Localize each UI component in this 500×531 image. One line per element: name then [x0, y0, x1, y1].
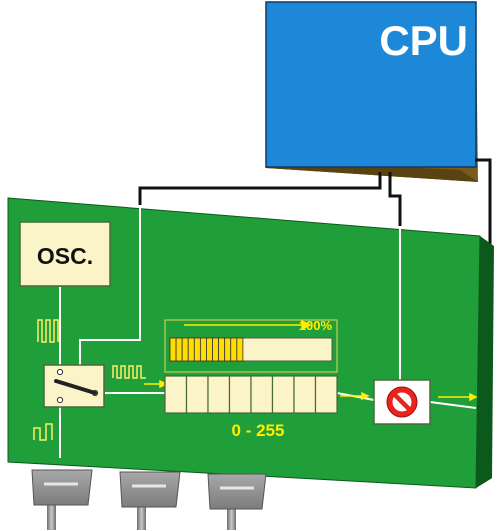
connector-pins [31, 469, 267, 530]
meter-segment [193, 337, 201, 362]
register-cell [271, 375, 295, 414]
meter-segment [236, 337, 244, 362]
clock-source-switch [43, 364, 105, 408]
register-cell [164, 375, 188, 414]
switch-contact-bottom [56, 396, 64, 404]
pin-2-leg [137, 500, 146, 530]
inhibit-gate [373, 379, 431, 425]
board-traces [59, 205, 477, 458]
meter-segment [218, 337, 226, 362]
meter-segment [199, 337, 207, 362]
register-cell [314, 375, 338, 414]
signal-arrows [144, 319, 478, 402]
pin-3-body [207, 473, 267, 510]
stop-icon-bar [392, 392, 412, 412]
register-cell [293, 375, 317, 414]
arrow-into-register-head [159, 379, 168, 389]
meter-segment [206, 337, 213, 362]
pin-2-body [119, 471, 181, 508]
meter-max-label: 100% [299, 318, 333, 333]
arrow-out-gate-head [469, 392, 478, 402]
meter-segment [212, 337, 220, 362]
pin-3-leg [227, 500, 236, 530]
counter-register: 0 - 255 [164, 375, 338, 440]
cpu-wire-left [138, 172, 382, 205]
external-pulse-icon [33, 423, 53, 441]
cpu-wire-right [388, 172, 402, 226]
meter-fill-segments [169, 337, 244, 362]
meter-segment [181, 337, 189, 362]
arrow-meter-head [301, 319, 312, 331]
oscillator-module: OSC. [19, 221, 111, 287]
pin-1-body [31, 469, 93, 506]
clock-pulse-icon-top [37, 319, 59, 343]
register-cells [164, 375, 338, 414]
meter-frame [164, 319, 338, 373]
switch-contact-top [56, 368, 64, 376]
meter-segment [230, 337, 238, 362]
cpu-front-face [265, 1, 477, 168]
pin-1-leg [47, 500, 56, 530]
trace-cpu-to-mux [79, 205, 141, 367]
waveform-icons [33, 319, 146, 441]
cpu-label: CPU [379, 17, 468, 64]
clock-pulse-icon-mid [112, 365, 146, 379]
register-cell [207, 375, 231, 414]
meter-segment [169, 337, 177, 362]
arrow-to-gate-head [361, 391, 370, 401]
switch-lever [54, 379, 97, 395]
connector-pin-1 [31, 469, 93, 530]
trace-gate-to-cpu [429, 401, 477, 409]
register-cell [228, 375, 252, 414]
register-cell [185, 375, 209, 414]
meter-segment [175, 337, 183, 362]
osc-box [19, 221, 111, 287]
level-meter: 100% [164, 318, 338, 373]
osc-label: OSC. [37, 243, 93, 269]
cpu-block: CPU [265, 1, 478, 182]
meter-segment [187, 337, 195, 362]
connector-pin-3 [207, 473, 267, 530]
meter-segment [224, 337, 232, 362]
board-side-edge [476, 236, 494, 488]
connector-pin-2 [119, 471, 181, 530]
counter-range-label: 0 - 255 [232, 421, 285, 440]
register-cell [250, 375, 274, 414]
